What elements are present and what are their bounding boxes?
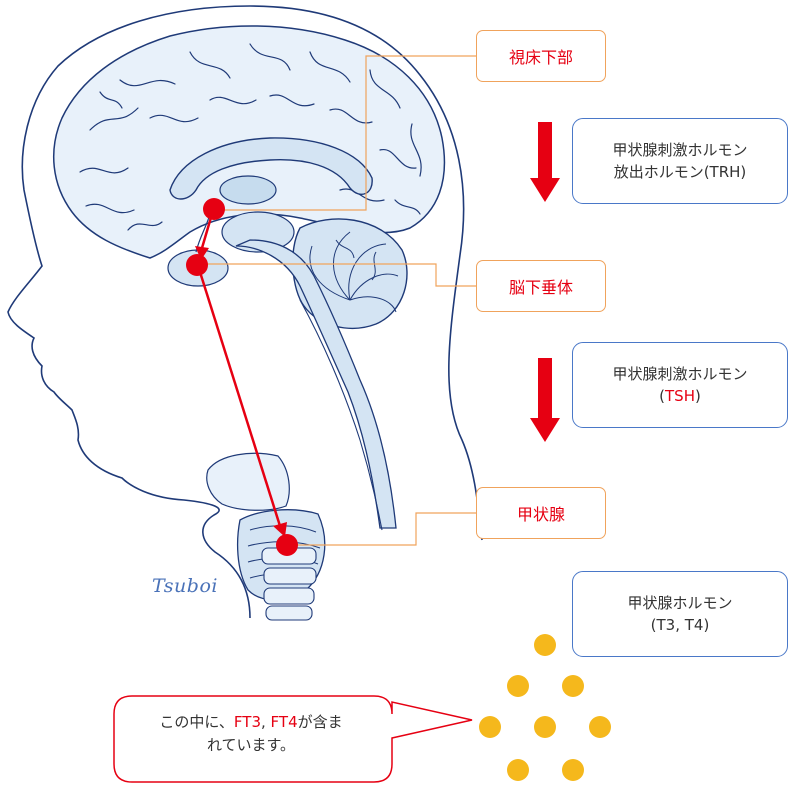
callout-ft4: FT4 (270, 713, 298, 731)
hormone-dot (479, 716, 501, 738)
connector-lines (198, 55, 476, 546)
callout-part1: この中に、 (159, 713, 234, 731)
corpus-callosum (169, 137, 373, 200)
callout-part2: が含ま (297, 713, 343, 731)
hormone-dot (562, 759, 584, 781)
tsh-abbr: TSH (665, 387, 695, 405)
hormone-dot (562, 675, 584, 697)
cervical-vertebrae (261, 547, 317, 621)
label-thyroid: 甲状腺 (476, 487, 606, 539)
brainstem (235, 239, 397, 529)
callout-line1: この中に、FT3, FT4が含ま (120, 711, 382, 734)
hormone-dot (507, 675, 529, 697)
spinal-canal (299, 299, 383, 531)
callout-ft3: FT3 (233, 713, 261, 731)
hypothalamus-marker (203, 198, 225, 220)
artist-signature: Tsuboi (152, 575, 218, 597)
hormone-flow-arrow-2 (530, 358, 560, 442)
label-hypothalamus: 視床下部 (476, 30, 606, 82)
label-hypothalamus-text: 視床下部 (508, 48, 573, 67)
info-trh: 甲状腺刺激ホルモン 放出ホルモン(TRH) (572, 118, 788, 204)
lateral-ventricle (219, 175, 277, 205)
label-pituitary-text: 脳下垂体 (508, 278, 573, 297)
info-trh-line2: 放出ホルモン(TRH) (613, 163, 747, 181)
pituitary-marker (186, 254, 208, 276)
thalamus (221, 211, 295, 253)
label-thyroid-text: 甲状腺 (516, 505, 565, 524)
callout-line2: れています。 (206, 736, 296, 754)
hormone-dot (534, 716, 556, 738)
callout-text: この中に、FT3, FT4が含ま れています。 (120, 711, 382, 757)
connector-hypothalamus (214, 55, 476, 211)
info-thyroid-hormone-line2: (T3, T4) (650, 616, 710, 634)
info-thyroid-hormone-line1: 甲状腺ホルモン (627, 594, 733, 612)
flow-arrows (195, 213, 287, 537)
info-tsh: 甲状腺刺激ホルモン (TSH) (572, 342, 788, 428)
info-tsh-line2: (TSH) (659, 385, 701, 407)
label-pituitary: 脳下垂体 (476, 260, 606, 312)
hormone-dot (507, 759, 529, 781)
arrowhead-to-pituitary (195, 246, 209, 260)
info-trh-line1: 甲状腺刺激ホルモン (612, 141, 748, 159)
hormone-dots (479, 634, 611, 781)
arrowhead-to-thyroid (273, 522, 287, 537)
thyroid-marker (276, 534, 298, 556)
connector-pituitary (198, 263, 476, 287)
tsh-open: ( (659, 387, 666, 405)
connector-thyroid (288, 512, 476, 546)
cerebellum-folia (309, 231, 399, 313)
tsh-close: ) (694, 387, 701, 405)
info-tsh-line1: 甲状腺刺激ホルモン (612, 365, 748, 383)
callout-bubble (113, 695, 473, 783)
hormone-dot (589, 716, 611, 738)
cerebrum-gyri (79, 43, 422, 231)
callout-comma: , (261, 713, 271, 731)
hormone-flow-arrow-1 (530, 122, 560, 202)
hormone-dot (534, 634, 556, 656)
info-thyroid-hormone: 甲状腺ホルモン (T3, T4) (572, 571, 788, 657)
larynx (206, 452, 290, 511)
head-outline (7, 5, 483, 619)
